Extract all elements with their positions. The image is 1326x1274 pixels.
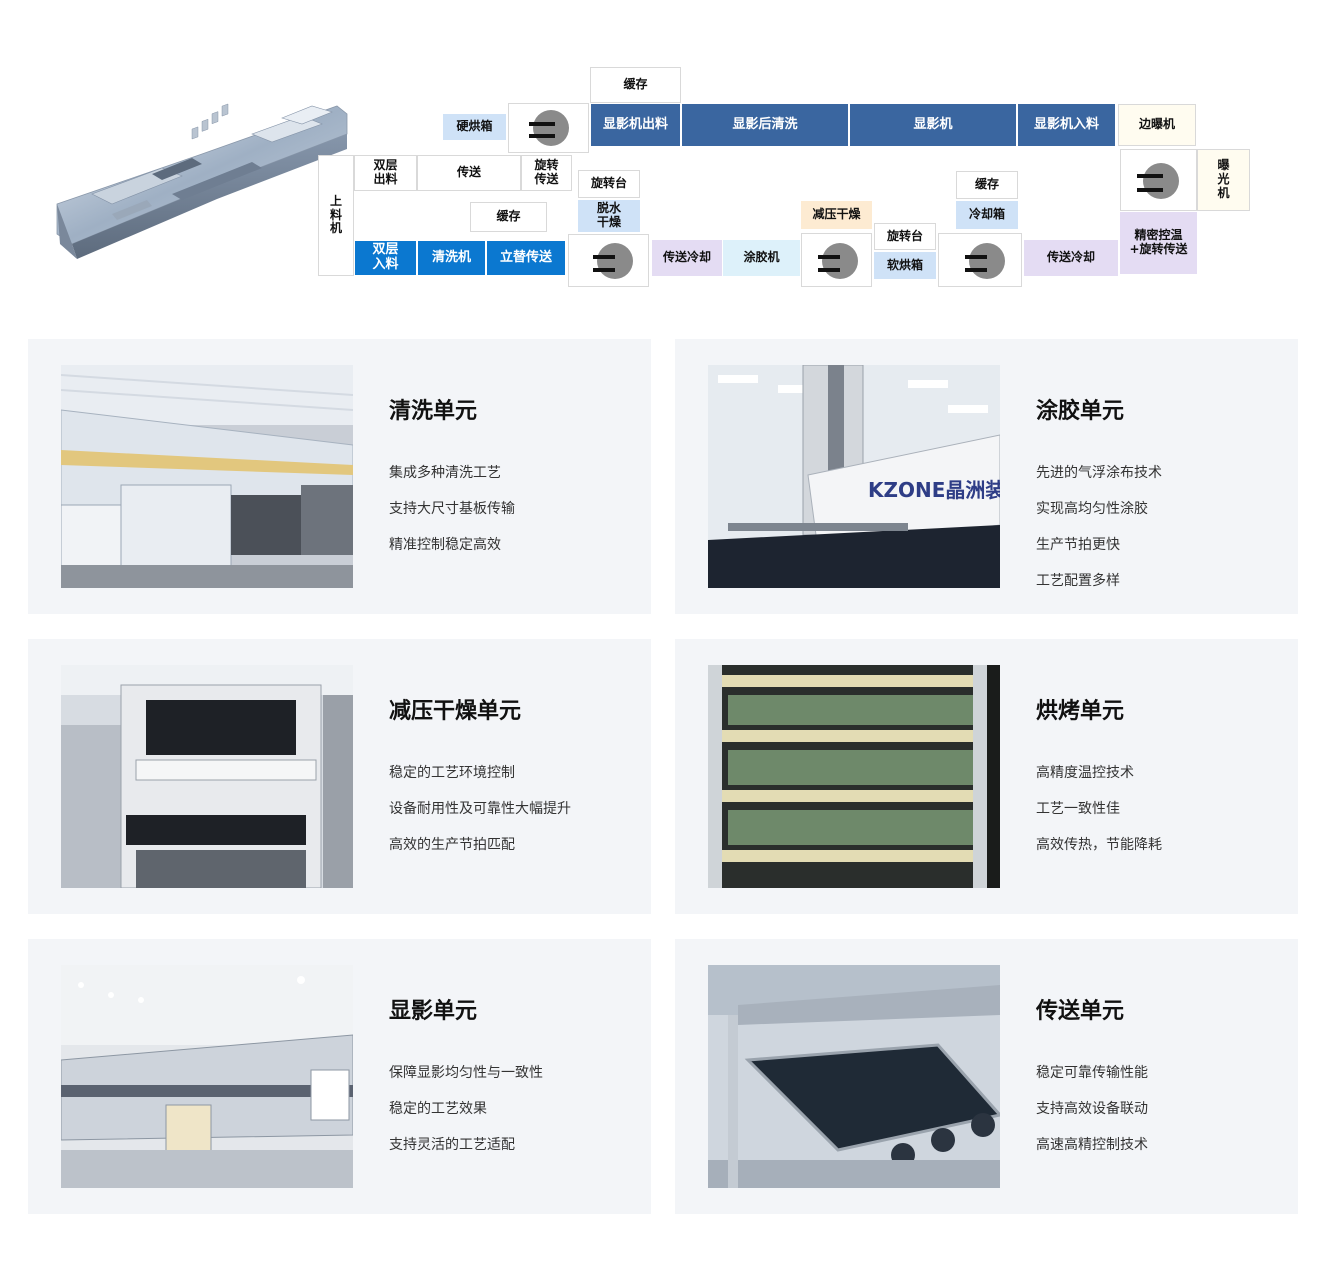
node-rotary-table-2: 旋转台	[874, 223, 936, 250]
unit-photo	[708, 665, 1000, 888]
feature-item: 生产节拍更快	[1036, 537, 1120, 553]
feature-item: 精准控制稳定高效	[389, 537, 501, 553]
node-edge-exposure: 边曝机	[1118, 104, 1196, 146]
unit-photo	[708, 965, 1000, 1188]
feature-item: 稳定的工艺环境控制	[389, 765, 515, 781]
feature-item: 稳定的工艺效果	[389, 1101, 487, 1117]
feature-item: 集成多种清洗工艺	[389, 465, 501, 481]
node-coater: 涂胶机	[723, 240, 800, 276]
node-developer: 显影机	[849, 103, 1017, 147]
node-hard-bake: 硬烘箱	[443, 114, 506, 140]
node-developer-outfeed: 显影机出料	[590, 103, 681, 147]
node-developer-infeed: 显影机入料	[1017, 103, 1116, 147]
node-dual-outfeed: 双层 出料	[354, 155, 417, 191]
node-loader: 上 料 机	[318, 155, 354, 276]
unit-card-vacuum-drying: 减压干燥单元 稳定的工艺环境控制 设备耐用性及可靠性大幅提升 高效的生产节拍匹配	[28, 639, 651, 914]
node-vertical-transfer: 立替传送	[486, 240, 566, 276]
feature-item: 高速高精控制技术	[1036, 1137, 1148, 1153]
unit-photo	[61, 365, 353, 588]
unit-title: 烘烤单元	[1036, 699, 1125, 724]
feature-item: 工艺一致性佳	[1036, 801, 1120, 817]
node-post-develop-rinse: 显影后清洗	[681, 103, 849, 147]
unit-card-cleaning: 清洗单元 集成多种清洗工艺 支持大尺寸基板传输 精准控制稳定高效	[28, 339, 651, 614]
node-precision-temp-rotate: 精密控温 +旋转传送	[1120, 212, 1197, 274]
feature-item: 保障显影均匀性与一致性	[389, 1065, 543, 1081]
feature-item: 稳定可靠传输性能	[1036, 1065, 1148, 1081]
robot-transfer-2	[568, 234, 649, 287]
robot-transfer-1	[508, 103, 589, 153]
feature-item: 支持灵活的工艺适配	[389, 1137, 515, 1153]
feature-list: 稳定可靠传输性能 支持高效设备联动 高速高精控制技术	[1036, 1063, 1148, 1171]
unit-photo: KZONE晶洲装备	[708, 365, 1000, 588]
node-exposure-machine: 曝 光 机	[1197, 149, 1250, 211]
feature-item: 支持高效设备联动	[1036, 1101, 1148, 1117]
feature-item: 高效传热，节能降耗	[1036, 837, 1162, 853]
node-cache-top: 缓存	[590, 67, 681, 103]
unit-title: 减压干燥单元	[389, 699, 522, 724]
unit-title: 传送单元	[1036, 999, 1125, 1024]
feature-list: 高精度温控技术 工艺一致性佳 高效传热，节能降耗	[1036, 763, 1162, 871]
node-dehydrate-dry: 脱水 干燥	[578, 200, 640, 232]
feature-item: 实现高均匀性涂胶	[1036, 501, 1148, 517]
feature-list: 稳定的工艺环境控制 设备耐用性及可靠性大幅提升 高效的生产节拍匹配	[389, 763, 571, 871]
node-vacuum-dry: 减压干燥	[801, 201, 872, 229]
robot-transfer-exposure	[1120, 149, 1197, 211]
brand-logo-text: KZONE晶洲装备	[868, 478, 1000, 502]
feature-item: 设备耐用性及可靠性大幅提升	[389, 801, 571, 817]
node-soft-bake: 软烘箱	[874, 252, 936, 279]
feature-list: 集成多种清洗工艺 支持大尺寸基板传输 精准控制稳定高效	[389, 463, 515, 571]
unit-title: 显影单元	[389, 999, 478, 1024]
feature-item: 高精度温控技术	[1036, 765, 1134, 781]
feature-item: 支持大尺寸基板传输	[389, 501, 515, 517]
node-cache-right: 缓存	[956, 171, 1018, 199]
unit-title: 涂胶单元	[1036, 399, 1125, 424]
node-rotary-table-1: 旋转台	[578, 170, 640, 198]
unit-card-developing: 显影单元 保障显影均匀性与一致性 稳定的工艺效果 支持灵活的工艺适配	[28, 939, 651, 1214]
production-line-illustration	[56, 103, 348, 259]
unit-card-coating: KZONE晶洲装备 涂胶单元 先进的气浮涂布技术 实现高均匀性涂胶 生产节拍更快…	[675, 339, 1298, 614]
unit-photo	[61, 965, 353, 1188]
feature-item: 高效的生产节拍匹配	[389, 837, 515, 853]
node-transfer-cooling-2: 传送冷却	[1024, 240, 1118, 276]
node-washer: 清洗机	[417, 240, 486, 276]
unit-card-transfer: 传送单元 稳定可靠传输性能 支持高效设备联动 高速高精控制技术	[675, 939, 1298, 1214]
feature-item: 先进的气浮涂布技术	[1036, 465, 1162, 481]
node-dual-infeed: 双层 入料	[354, 240, 417, 276]
robot-transfer-4	[938, 233, 1022, 287]
feature-list: 保障显影均匀性与一致性 稳定的工艺效果 支持灵活的工艺适配	[389, 1063, 543, 1171]
node-transfer: 传送	[417, 155, 521, 191]
unit-card-baking: 烘烤单元 高精度温控技术 工艺一致性佳 高效传热，节能降耗	[675, 639, 1298, 914]
feature-item: 工艺配置多样	[1036, 573, 1120, 589]
node-transfer-cooling-1: 传送冷却	[652, 240, 722, 276]
node-spin-transfer: 旋转 传送	[521, 155, 572, 191]
node-cooling-box: 冷却箱	[956, 201, 1018, 229]
unit-title: 清洗单元	[389, 399, 478, 424]
unit-photo	[61, 665, 353, 888]
feature-list: 先进的气浮涂布技术 实现高均匀性涂胶 生产节拍更快 工艺配置多样	[1036, 463, 1162, 607]
node-cache-mid: 缓存	[470, 202, 547, 232]
robot-transfer-3	[801, 233, 872, 287]
process-flow-diagram: 缓存 显影机出料 显影后清洗 显影机 显影机入料 边曝机 硬烘箱 曝 光 机 精…	[0, 0, 1326, 300]
